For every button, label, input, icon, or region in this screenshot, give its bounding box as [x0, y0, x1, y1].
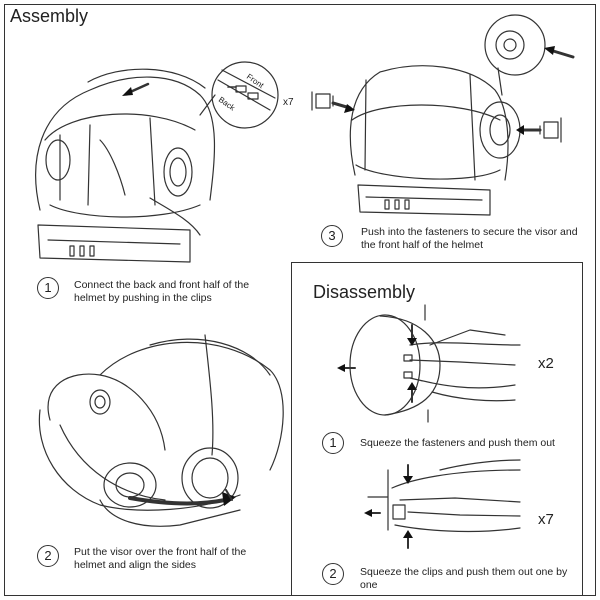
fastener-removal-illustration: [349, 304, 521, 423]
helmet-visor-illustration: [38, 334, 284, 527]
helmet-fastener-illustration: [311, 14, 562, 216]
assembly-step-3-text: Push into the fasteners to secure the vi…: [361, 226, 578, 251]
assembly-step-3-number: 3: [321, 225, 343, 247]
disassembly-step-2-text: Squeeze the clips and push them out one …: [360, 566, 568, 591]
assembly-step-2-number: 2: [37, 545, 59, 567]
disassembly-step-1-text: Squeeze the fasteners and push them out: [360, 437, 555, 449]
assembly-step-1-text: Connect the back and front half of the h…: [74, 279, 250, 304]
disassembly-step-2-multiplier: x7: [538, 511, 554, 528]
clip-multiplier: x7: [283, 97, 294, 108]
disassembly-title: Disassembly: [313, 282, 416, 302]
helmet-clip-illustration: [35, 61, 279, 263]
assembly-step-1-number: 1: [37, 277, 59, 299]
disassembly-step-1-multiplier: x2: [538, 355, 554, 372]
disassembly-step-1-number: 1: [322, 432, 344, 454]
clip-removal-illustration: [367, 459, 521, 533]
disassembly-panel: [291, 262, 583, 596]
assembly-step-2-text: Put the visor over the front half of the…: [74, 546, 247, 571]
disassembly-step-2-number: 2: [322, 563, 344, 585]
assembly-title: Assembly: [10, 6, 89, 26]
